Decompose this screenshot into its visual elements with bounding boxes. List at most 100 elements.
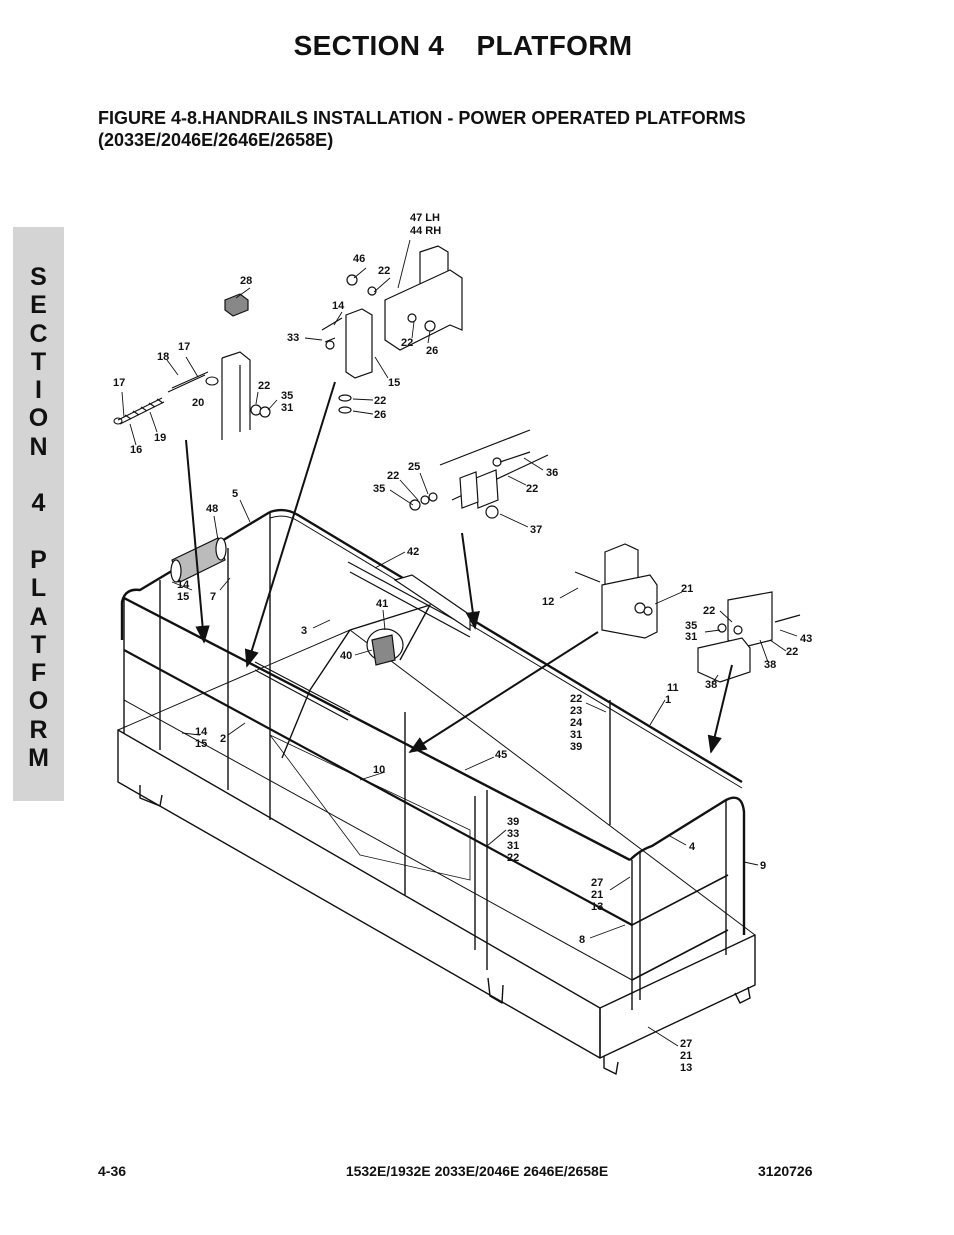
callout-label: 25 bbox=[408, 461, 420, 473]
callout-label: 4 bbox=[689, 841, 696, 853]
callout-label: 19 bbox=[154, 432, 166, 444]
callout-label: 14 bbox=[332, 300, 345, 312]
callout-label: 39 bbox=[570, 741, 582, 753]
callout-label: 3 bbox=[301, 625, 307, 637]
callout-label: 38 bbox=[764, 659, 776, 671]
figure-title-line-1: FIGURE 4-8.HANDRAILS INSTALLATION - POWE… bbox=[98, 108, 746, 128]
callout-label: 22 bbox=[401, 337, 413, 349]
side-tab-letter: M bbox=[28, 744, 49, 773]
callout-label: 22 bbox=[507, 852, 519, 864]
slide-rail-assembly bbox=[409, 429, 549, 519]
side-tab-letter: F bbox=[30, 659, 47, 688]
callout-label: 8 bbox=[579, 934, 585, 946]
callout-label: 27 bbox=[591, 877, 603, 889]
callout-label: 22 bbox=[786, 646, 798, 658]
side-tab-letter: 4 bbox=[31, 489, 46, 518]
callout-label: 40 bbox=[340, 650, 352, 662]
footer-doc-number: 3120726 bbox=[758, 1163, 813, 1179]
callout-label: 15 bbox=[177, 591, 189, 603]
callout-label: 21 bbox=[591, 889, 603, 901]
side-tab-letter: I bbox=[35, 376, 42, 405]
telescoping-rail bbox=[254, 561, 471, 721]
callout-label: 23 bbox=[570, 705, 582, 717]
side-tab-letter: S bbox=[30, 263, 47, 291]
figure-title-line-2: (2033E/2046E/2646E/2658E) bbox=[98, 130, 334, 150]
chain-assembly bbox=[113, 371, 219, 425]
callout-label: 37 bbox=[530, 524, 542, 536]
callout-label: 38 bbox=[705, 679, 717, 691]
callout-label: 22 bbox=[378, 265, 390, 277]
rail-bracket-assembly bbox=[321, 245, 463, 414]
callout-label: 22 bbox=[374, 395, 386, 407]
figure-title: FIGURE 4-8.HANDRAILS INSTALLATION - POWE… bbox=[98, 107, 818, 151]
side-tab-letters: S E C T I O N 4 P L A T F O R M bbox=[13, 263, 64, 772]
callout-label: 26 bbox=[426, 345, 438, 357]
callout-label: 41 bbox=[376, 598, 388, 610]
side-tab-letter: P bbox=[30, 545, 47, 574]
callout-label: 10 bbox=[373, 764, 385, 776]
side-tab-letter: A bbox=[29, 602, 48, 631]
callout-label: 7 bbox=[210, 591, 216, 603]
callout-label: 16 bbox=[130, 444, 142, 456]
callout-label: 27 bbox=[680, 1038, 692, 1050]
callout-label: 33 bbox=[507, 828, 519, 840]
side-tab-letter: T bbox=[30, 347, 47, 376]
callout-label: 22 bbox=[703, 605, 715, 617]
footer-models: 1532E/1932E 2033E/2046E 2646E/2658E bbox=[345, 1163, 609, 1179]
callout-label: 14 bbox=[195, 726, 208, 738]
callout-label: 35 bbox=[373, 483, 385, 495]
callout-label: 15 bbox=[195, 738, 207, 750]
callout-label: 26 bbox=[374, 409, 386, 421]
callout-label: 9 bbox=[760, 860, 766, 872]
callout-labels: 47 LH 44 RH 46 22 28 14 33 22 26 15 17 1… bbox=[113, 212, 812, 1074]
callout-label: 5 bbox=[232, 488, 238, 500]
callout-label: 46 bbox=[353, 253, 365, 265]
handrail-lock bbox=[366, 628, 404, 666]
callout-label: 36 bbox=[546, 467, 558, 479]
callout-label: 12 bbox=[542, 596, 554, 608]
side-tab-letter: E bbox=[30, 291, 47, 320]
callout-label: 1 bbox=[665, 694, 671, 706]
callout-label: 18 bbox=[157, 351, 169, 363]
callout-label: 17 bbox=[178, 341, 190, 353]
callout-label: 21 bbox=[680, 1050, 692, 1062]
callout-label: 43 bbox=[800, 633, 812, 645]
callout-label: 28 bbox=[240, 275, 252, 287]
side-tab-letter: O bbox=[28, 687, 49, 716]
side-tab-letter: L bbox=[30, 574, 47, 603]
footer-page-number: 4-36 bbox=[98, 1163, 127, 1179]
callout-label: 15 bbox=[388, 377, 400, 389]
callout-label: 31 bbox=[685, 631, 697, 643]
callout-label: 14 bbox=[177, 579, 190, 591]
callout-label: 31 bbox=[281, 402, 293, 414]
callout-label: 22 bbox=[570, 693, 582, 705]
side-tab-letter: R bbox=[29, 715, 48, 744]
side-tab-letter: T bbox=[30, 630, 47, 659]
callout-label: 22 bbox=[387, 470, 399, 482]
callout-label: 31 bbox=[507, 840, 519, 852]
callout-label: 13 bbox=[591, 901, 603, 913]
corner-post-assembly bbox=[221, 293, 271, 440]
callout-label: 35 bbox=[685, 620, 697, 632]
callout-label: 24 bbox=[570, 717, 583, 729]
callout-label: 47 LH bbox=[410, 212, 440, 224]
callout-label: 35 bbox=[281, 390, 293, 402]
callout-label: 42 bbox=[407, 546, 419, 558]
end-post-bracket bbox=[574, 543, 658, 639]
callout-label: 39 bbox=[507, 816, 519, 828]
side-tab-letter: N bbox=[29, 432, 48, 461]
section-side-tab: S E C T I O N 4 P L A T F O R M bbox=[13, 227, 64, 801]
callout-label: 22 bbox=[258, 380, 270, 392]
callout-label: 48 bbox=[206, 503, 218, 515]
callout-label: 11 bbox=[667, 682, 679, 694]
callout-label: 33 bbox=[287, 332, 299, 344]
callout-label: 13 bbox=[680, 1062, 692, 1074]
chain-tube bbox=[170, 537, 227, 583]
callout-label: 44 RH bbox=[410, 225, 441, 237]
installation-arrows bbox=[185, 381, 733, 754]
callout-label: 45 bbox=[495, 749, 507, 761]
side-tab-letter: O bbox=[28, 404, 49, 433]
leader-lines bbox=[121, 239, 798, 1047]
callout-label: 17 bbox=[113, 377, 125, 389]
